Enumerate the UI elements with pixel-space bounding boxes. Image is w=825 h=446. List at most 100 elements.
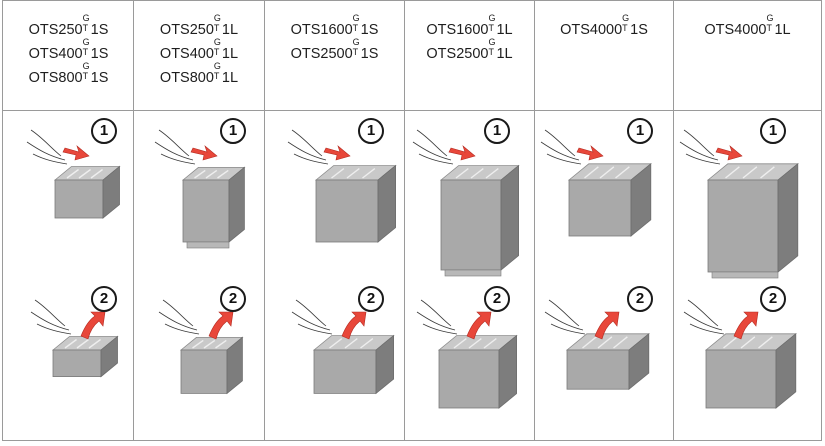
- variant-superscript: G: [488, 13, 496, 23]
- model-base: OTS400: [159, 46, 214, 62]
- model-suffix: 1L: [221, 46, 239, 62]
- step-1-badge: 1: [484, 118, 510, 144]
- step2-illustration-col2: [158, 299, 244, 395]
- model-base: OTS1600: [290, 22, 353, 38]
- variant-subscript: T: [488, 23, 494, 33]
- variant-subscript: T: [766, 23, 772, 33]
- model-suffix: 1S: [360, 46, 379, 62]
- model-suffix: 1S: [630, 22, 648, 38]
- variant-subscript: T: [213, 23, 220, 33]
- model-base: OTS400: [28, 46, 83, 62]
- step2-illustration-col5: [544, 299, 650, 391]
- variant-subscript: T: [213, 47, 220, 57]
- step-1-badge: 1: [358, 118, 384, 144]
- step-1-badge: 1: [220, 118, 246, 144]
- step-2-badge: 2: [358, 286, 384, 312]
- model-base: OTS2500: [290, 46, 353, 62]
- step1-illustration-col3: [287, 129, 397, 243]
- model-suffix: 1L: [221, 70, 239, 86]
- step1-illustration-col1: [26, 129, 121, 219]
- variant-subscript: T: [622, 23, 628, 33]
- variant-subscript: T: [352, 23, 359, 33]
- step1-illustration-col6: [679, 129, 799, 279]
- model-suffix: 1L: [774, 22, 791, 38]
- step2-illustration-col1: [30, 299, 119, 378]
- step1-illustration-col5: [540, 129, 652, 237]
- step-1-badge: 1: [91, 118, 117, 144]
- step-2-badge: 2: [220, 286, 246, 312]
- variant-superscript: G: [213, 37, 221, 47]
- model-base: OTS250: [159, 22, 214, 38]
- step-2-badge: 2: [760, 286, 786, 312]
- variant-superscript: G: [622, 13, 630, 23]
- step2-illustration-col4: [416, 299, 518, 409]
- variant-subscript: T: [82, 71, 89, 81]
- model-suffix: 1S: [90, 70, 109, 86]
- variant-superscript: G: [766, 13, 774, 23]
- variant-superscript: G: [213, 13, 221, 23]
- variant-superscript: G: [82, 61, 90, 71]
- step-1-badge: 1: [760, 118, 786, 144]
- model-base: OTS800: [159, 70, 214, 86]
- variant-superscript: G: [352, 37, 360, 47]
- step2-illustration-col6: [683, 299, 797, 409]
- model-suffix: 1S: [360, 22, 379, 38]
- model-base: OTS2500: [426, 46, 489, 62]
- model-base: OTS800: [28, 70, 83, 86]
- variant-superscript: G: [352, 13, 360, 23]
- step-1-badge: 1: [627, 118, 653, 144]
- model-base: OTS1600: [426, 22, 489, 38]
- variant-subscript: T: [213, 71, 220, 81]
- model-suffix: 1L: [221, 22, 239, 38]
- variant-subscript: T: [82, 47, 89, 57]
- variant-subscript: T: [352, 47, 359, 57]
- model-suffix: 1S: [90, 46, 109, 62]
- step2-illustration-col3: [291, 299, 395, 395]
- model-base: OTS250: [28, 22, 83, 38]
- variant-subscript: T: [82, 23, 89, 33]
- model-base: OTS4000: [560, 22, 623, 38]
- model-suffix: 1L: [496, 22, 513, 38]
- variant-superscript: G: [82, 37, 90, 47]
- model-base: OTS4000: [704, 22, 767, 38]
- variant-superscript: G: [82, 13, 90, 23]
- step1-illustration-col4: [412, 129, 520, 277]
- variant-subscript: T: [488, 47, 494, 57]
- step1-illustration-col2: [154, 129, 246, 249]
- step-2-badge: 2: [627, 286, 653, 312]
- variant-superscript: G: [213, 61, 221, 71]
- model-suffix: 1L: [496, 46, 513, 62]
